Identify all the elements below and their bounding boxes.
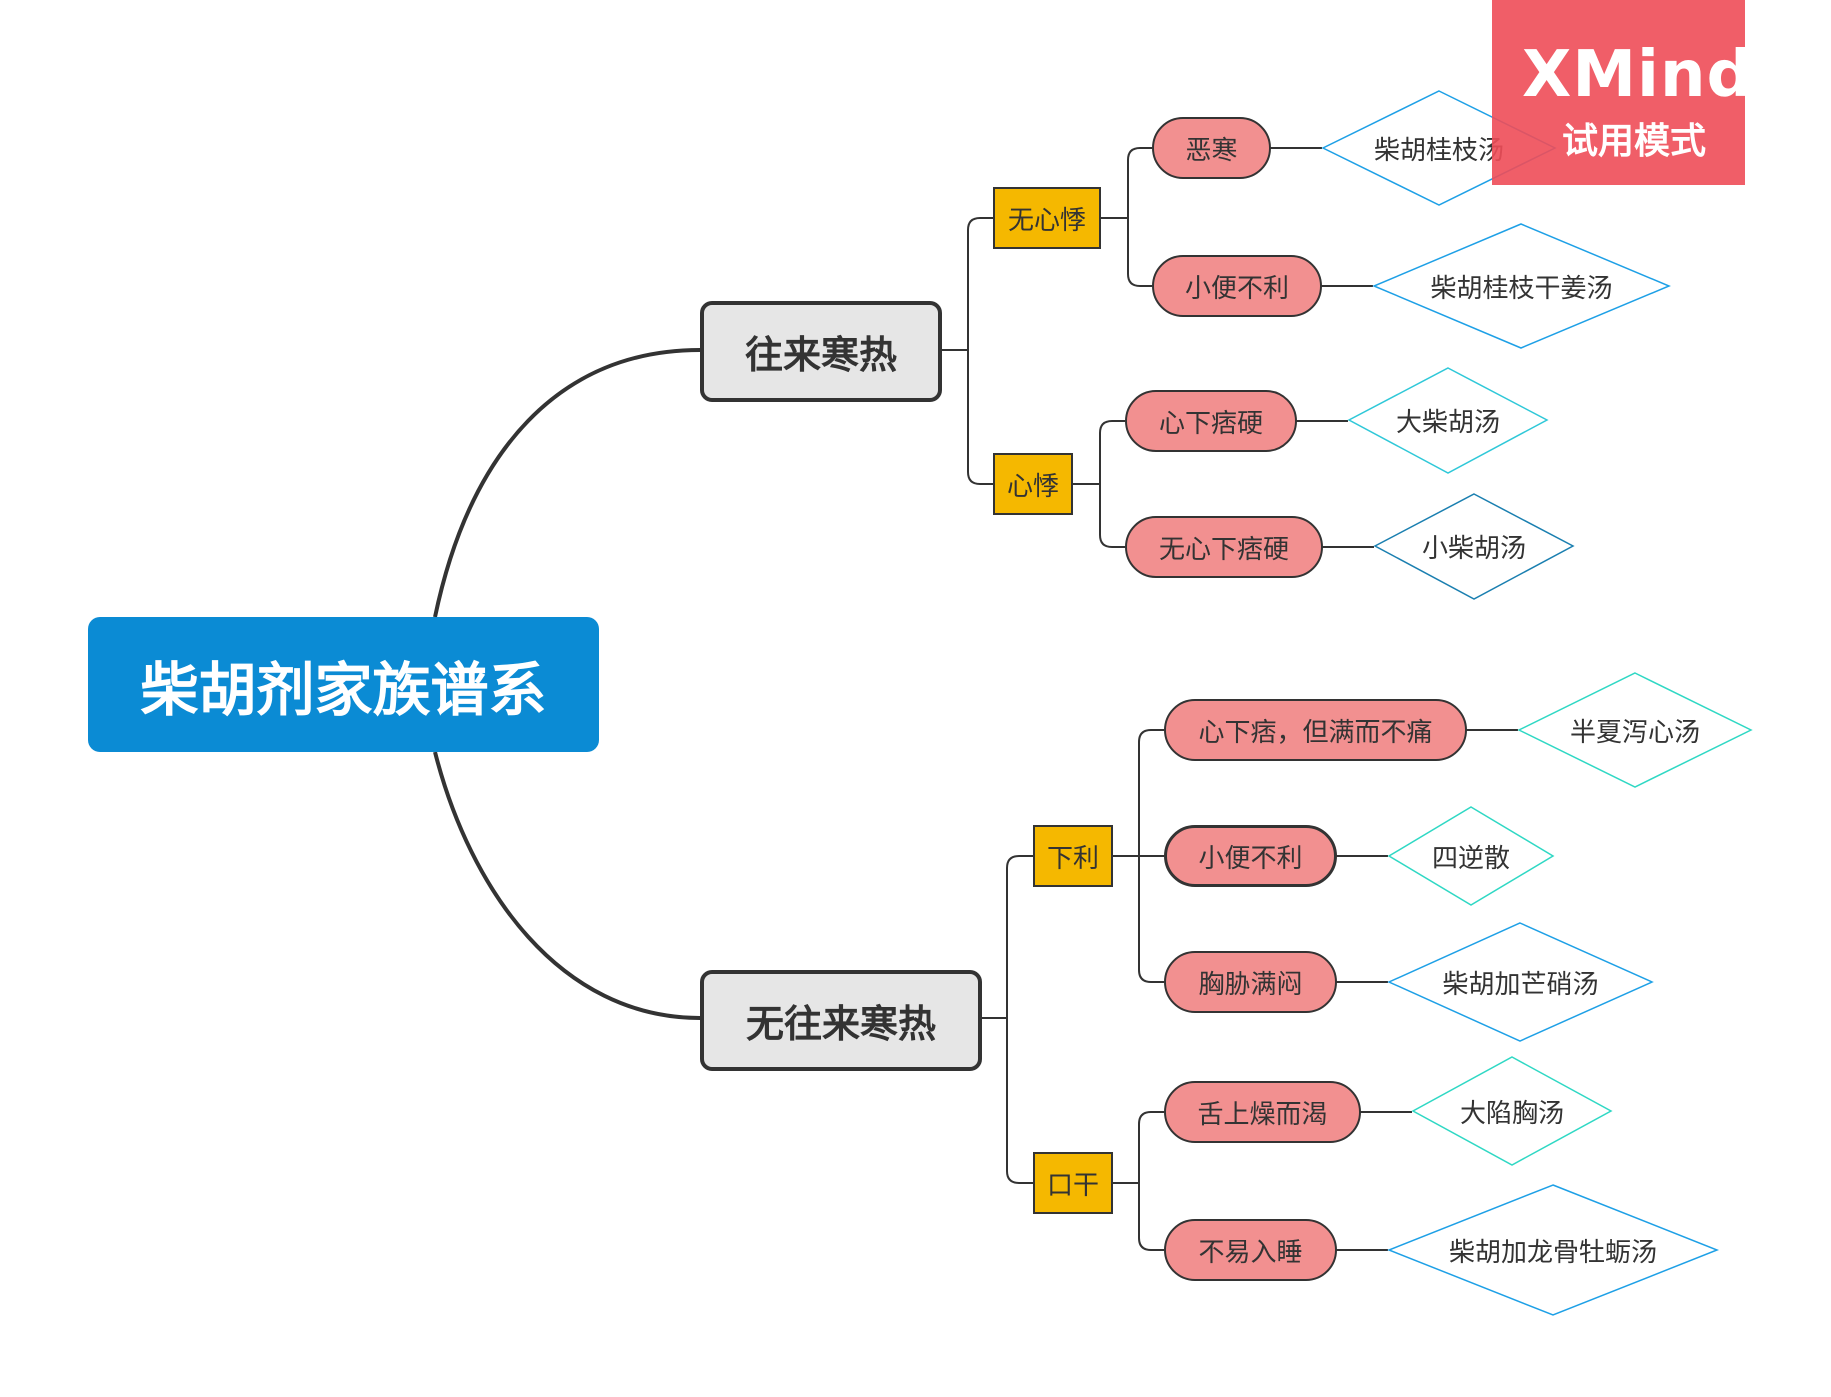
formula-topic[interactable]: 柴胡加龙骨牡蛎汤 [1386,1184,1720,1316]
watermark-title: XMind [1522,38,1754,112]
group-topic-diarrhea[interactable]: 下利 [1033,825,1113,887]
formula-label: 柴胡桂枝干姜汤 [1430,273,1613,304]
formula-label: 柴胡加芒硝汤 [1442,969,1599,1000]
symptom-topic[interactable]: 胸胁满闷 [1164,951,1337,1013]
formula-label: 半夏泻心汤 [1569,717,1700,748]
connector-root-branch-2 [433,751,701,1020]
diamond-shape [1517,672,1753,788]
symptom-topic[interactable]: 恶寒 [1152,117,1271,179]
symptom-topic[interactable]: 小便不利 [1152,255,1322,317]
connector-group4-item1 [1112,1111,1164,1184]
xmind-trial-watermark: XMind 试用模式 [1492,0,1752,185]
branch-topic-alternating-fever[interactable]: 往来寒热 [700,301,942,402]
connector-group3-item3 [1138,856,1164,983]
diamond-shape [1387,922,1654,1042]
formula-topic[interactable]: 小柴胡汤 [1373,493,1575,600]
symptom-topic[interactable]: 不易入睡 [1164,1219,1337,1281]
formula-label: 柴胡加龙骨牡蛎汤 [1448,1237,1657,1268]
connector-branch1-group2 [967,350,993,485]
diamond-shape [1347,367,1549,474]
connector-group4-item2 [1138,1183,1164,1251]
connector-group1-item2 [1127,218,1152,287]
formula-topic[interactable]: 大陷胸汤 [1411,1056,1613,1166]
group-topic-no-palpitation[interactable]: 无心悸 [993,187,1101,249]
formula-topic[interactable]: 四逆散 [1387,806,1555,906]
diamond-shape [1373,493,1575,600]
formula-label: 大柴胡汤 [1395,408,1500,438]
connector-group3-item1 [1112,729,1164,857]
connector-group1-item1 [1101,147,1152,219]
symptom-topic[interactable]: 心下痞硬 [1125,390,1297,452]
connector-branch1-group1 [941,217,993,351]
diamond-shape [1411,1056,1613,1166]
connector-group2-item1 [1073,420,1125,485]
group-topic-palpitation[interactable]: 心悸 [993,453,1073,515]
symptom-topic[interactable]: 舌上燥而渴 [1164,1081,1361,1143]
branch-topic-no-alternating-fever[interactable]: 无往来寒热 [700,970,982,1071]
group-topic-dry-mouth[interactable]: 口干 [1033,1152,1113,1214]
symptom-topic[interactable]: 无心下痞硬 [1125,516,1323,578]
symptom-topic[interactable]: 心下痞，但满而不痛 [1164,699,1467,761]
formula-topic[interactable]: 大柴胡汤 [1347,367,1549,474]
formula-label: 大陷胸汤 [1459,1098,1564,1129]
symptom-topic[interactable]: 小便不利 [1164,825,1337,887]
formula-label: 小柴胡汤 [1421,534,1526,564]
diamond-shape [1387,806,1555,906]
watermark-subtitle: 试用模式 [1562,121,1707,162]
connector-group2-item2 [1099,484,1125,548]
formula-topic[interactable]: 柴胡桂枝干姜汤 [1372,223,1671,349]
formula-label: 柴胡桂枝汤 [1373,135,1504,166]
connector-branch2-group1 [980,855,1033,1019]
root-topic[interactable]: 柴胡剂家族谱系 [88,617,599,752]
formula-label: 四逆散 [1431,843,1510,874]
connector-root-branch-1 [433,348,701,618]
formula-topic[interactable]: 柴胡加芒硝汤 [1387,922,1654,1042]
diamond-shape [1372,223,1671,349]
connector-branch2-group2 [1006,1018,1033,1184]
formula-topic[interactable]: 半夏泻心汤 [1517,672,1753,788]
diamond-shape [1386,1184,1720,1316]
